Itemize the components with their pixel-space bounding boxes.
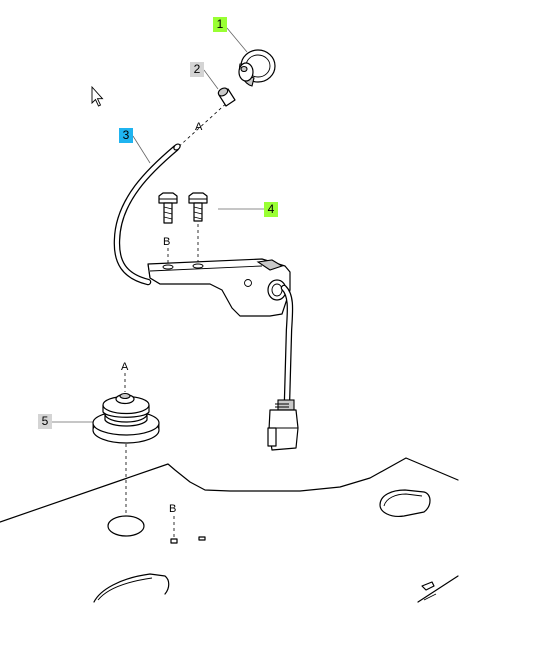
floor-panel xyxy=(0,457,459,603)
part-2-collar xyxy=(217,87,236,107)
ref-letter-a-lower: A xyxy=(121,361,129,373)
ref-letter-b-upper: B xyxy=(163,236,170,248)
callout-2: 2 xyxy=(190,62,204,77)
sensor-connector xyxy=(267,399,299,451)
axis-a-upper xyxy=(174,99,231,151)
leader-line-2 xyxy=(203,69,219,90)
part-4-bolt-right xyxy=(188,192,208,222)
callout-5: 5 xyxy=(38,414,52,429)
sensor-cable xyxy=(280,284,294,406)
bracket xyxy=(147,258,291,317)
callout-3: 3 xyxy=(119,128,133,143)
ref-letter-a-upper: A xyxy=(195,121,203,133)
part-4-bolt-left xyxy=(158,192,178,224)
leader-line-3 xyxy=(132,135,151,164)
leader-line-1 xyxy=(226,27,248,53)
part-1-grommet-cap xyxy=(238,49,276,87)
part-5-grommet xyxy=(92,392,160,444)
callout-4: 4 xyxy=(264,202,278,217)
part-3-hose xyxy=(113,143,181,286)
mouse-pointer-icon xyxy=(91,85,104,107)
callout-1: 1 xyxy=(213,17,227,32)
ref-letter-b-lower: B xyxy=(169,503,176,515)
